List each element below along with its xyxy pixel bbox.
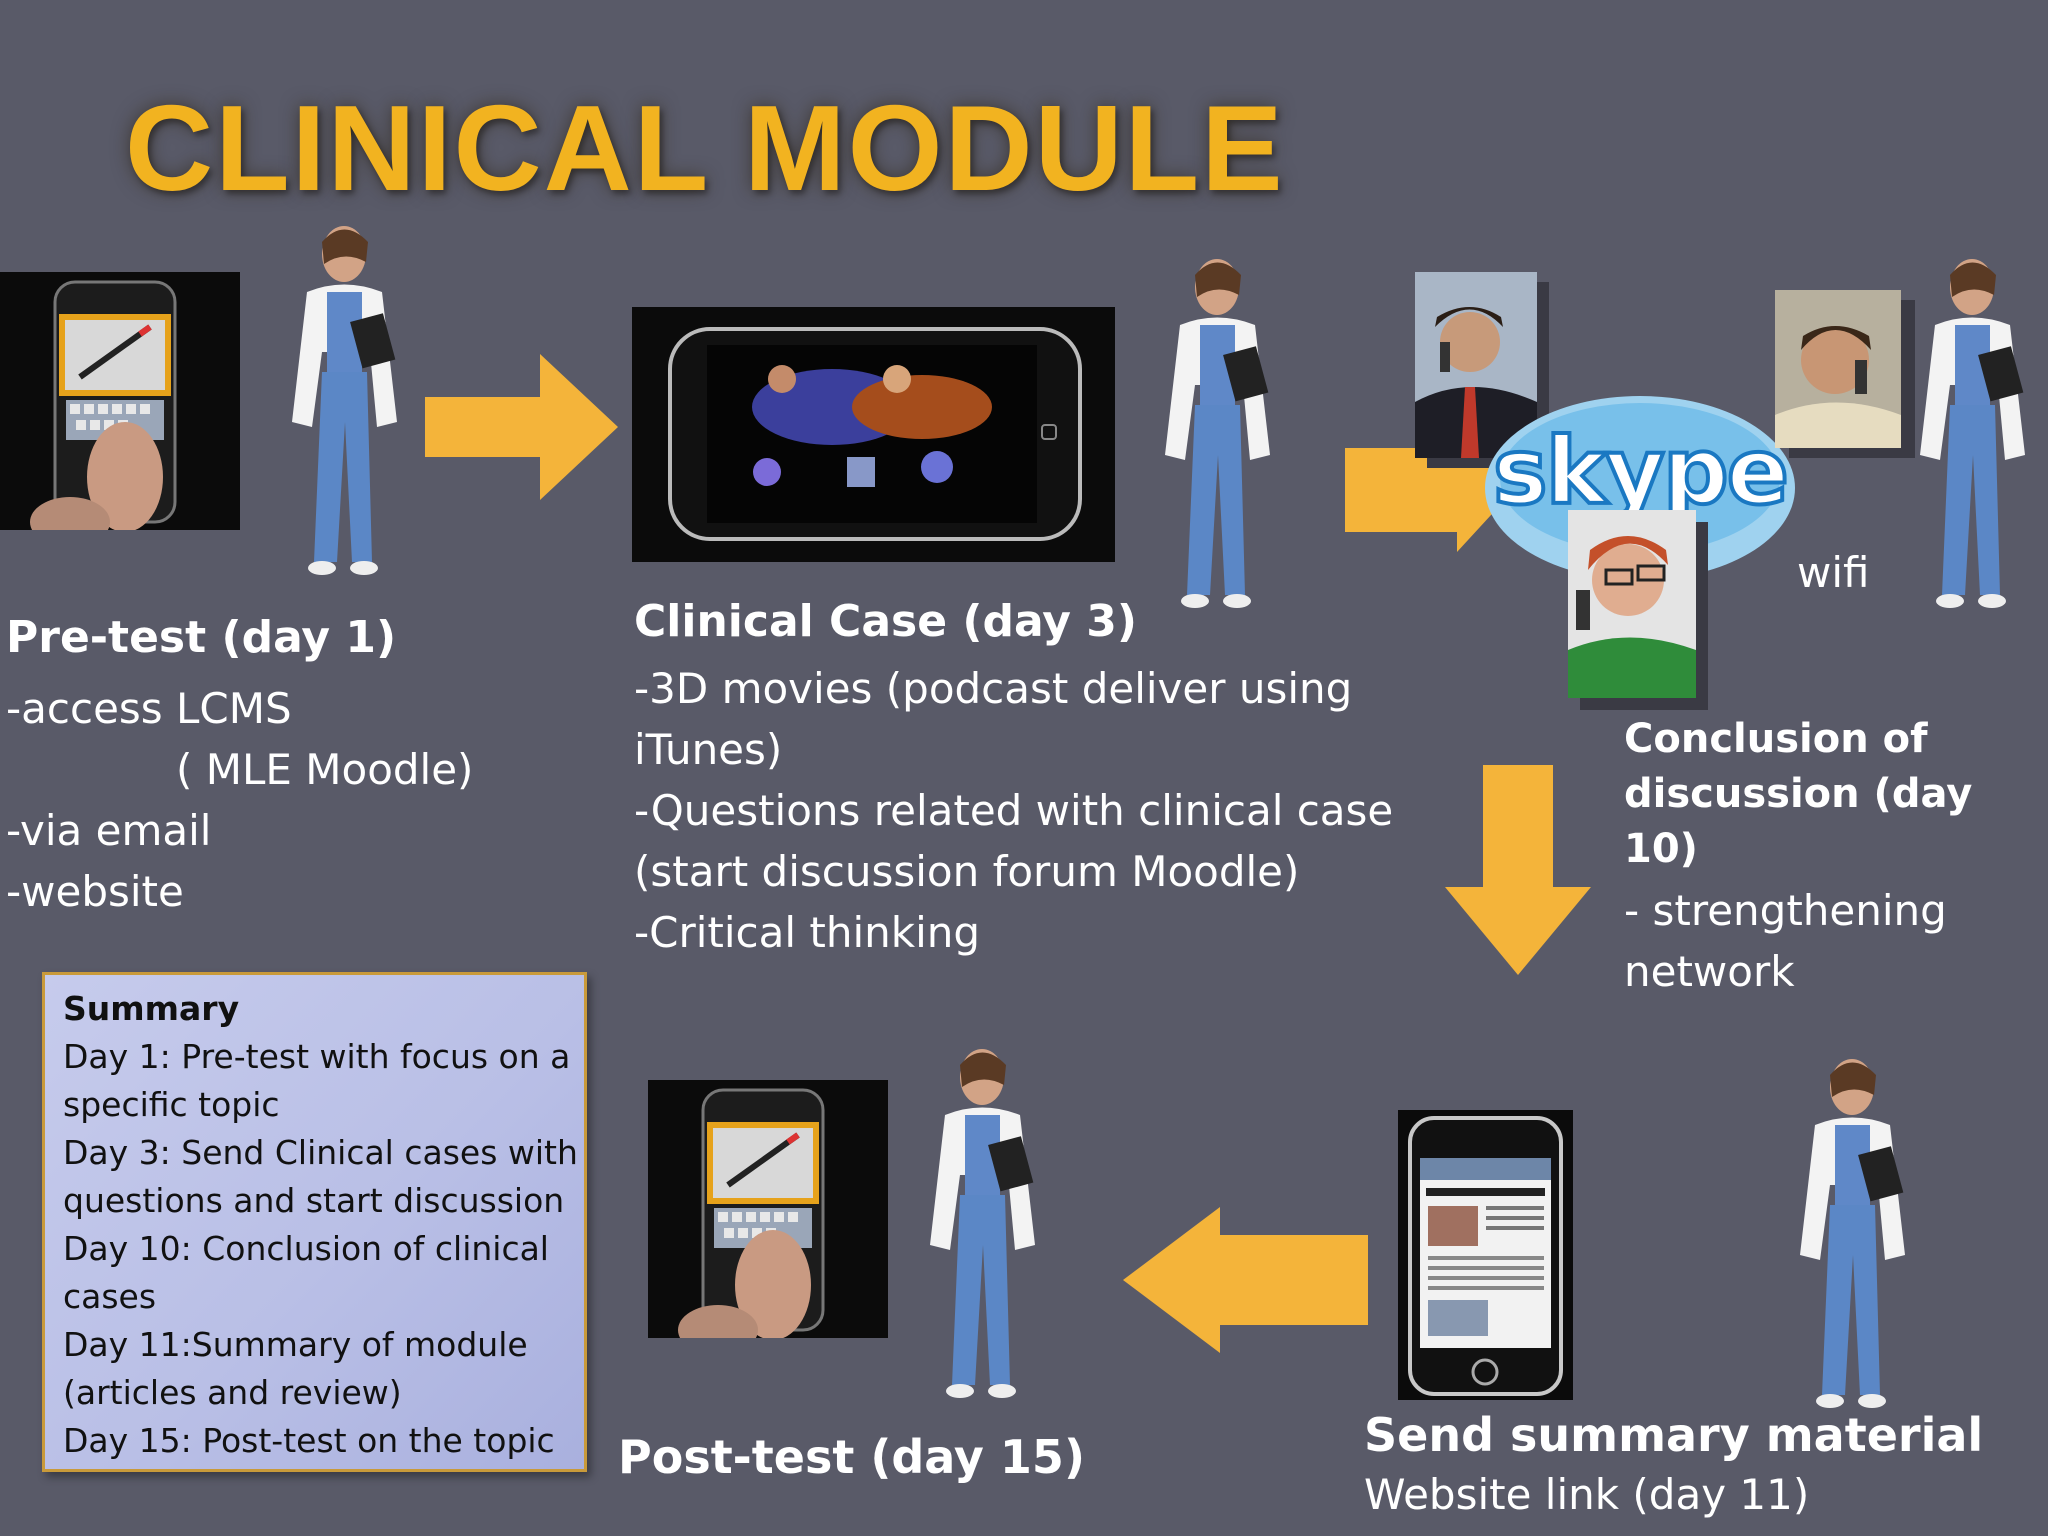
clinical-case-iphone-image — [632, 307, 1115, 562]
conclusion-line: network — [1624, 947, 1795, 996]
businessman-photo — [1415, 272, 1537, 458]
clinical-case-line: -Critical thinking — [634, 908, 981, 957]
summary-line: questions and start discussion — [63, 1181, 565, 1220]
doctor-figure-5 — [1760, 1055, 1930, 1427]
pretest-line: -access LCMS — [6, 684, 292, 733]
iphone-browser-image — [1398, 1110, 1573, 1400]
pretest-line: ( MLE Moodle) — [176, 745, 474, 794]
arrow-right-1-icon — [420, 352, 620, 502]
smiling-man-photo — [1775, 290, 1901, 448]
clinical-case-heading: Clinical Case (day 3) — [634, 596, 1138, 647]
summary-line: Day 3: Send Clinical cases with — [63, 1133, 578, 1172]
summary-line: cases — [63, 1277, 157, 1316]
pretest-line: -via email — [6, 806, 212, 855]
pretest-lines: -access LCMS ( MLE Moodle) -via email -w… — [6, 678, 473, 922]
pretest-line: -website — [6, 867, 184, 916]
clinical-case-lines: -3D movies (podcast deliver using iTunes… — [634, 658, 1393, 963]
arrow-down-icon — [1443, 762, 1593, 977]
posttest-phone-image — [648, 1080, 888, 1355]
send-summary-heading: Send summary material — [1364, 1408, 1984, 1462]
summary-line: Day 1: Pre-test with focus on a — [63, 1037, 571, 1076]
clinical-case-line: iTunes) — [634, 725, 783, 774]
clinical-case-line: -Questions related with clinical case — [634, 786, 1394, 835]
conclusion-heading-line: Conclusion of — [1624, 716, 1928, 762]
arrow-right-2-icon — [1342, 428, 1517, 553]
posttest-heading: Post-test (day 15) — [618, 1430, 1085, 1484]
conclusion-heading-line: 10) — [1624, 826, 1698, 872]
page-title: CLINICAL MODULE — [125, 80, 1285, 216]
summary-box: Summary Day 1: Pre-test with focus on a … — [42, 972, 587, 1472]
arrow-left-icon — [1120, 1205, 1370, 1355]
conclusion-line: - strengthening — [1624, 886, 1947, 935]
summary-line: Day 10: Conclusion of clinical — [63, 1229, 549, 1268]
wifi-label: wifi — [1797, 548, 1870, 597]
summary-line: (articles and review) — [63, 1373, 402, 1412]
summary-line: Day 11:Summary of module — [63, 1325, 528, 1364]
summary-title: Summary — [63, 989, 240, 1028]
woman-phone-photo — [1568, 510, 1696, 698]
pretest-phone-image — [0, 272, 240, 547]
send-summary-subline: Website link (day 11) — [1364, 1470, 1810, 1519]
conclusion-heading-line: discussion (day — [1624, 771, 1973, 817]
skype-logo-text: skype — [1493, 418, 1787, 525]
clinical-case-line: (start discussion forum Moodle) — [634, 847, 1300, 896]
skype-logo: skype — [1480, 388, 1800, 592]
conclusion-lines: - strengthening network — [1624, 880, 1947, 1002]
pretest-heading: Pre-test (day 1) — [6, 612, 397, 663]
summary-line: specific topic — [63, 1085, 280, 1124]
doctor-figure-4 — [890, 1045, 1060, 1417]
doctor-figure-2 — [1125, 255, 1295, 627]
summary-line: Day 15: Post-test on the topic — [63, 1421, 555, 1460]
conclusion-heading: Conclusion of discussion (day 10) — [1624, 712, 1972, 877]
doctor-figure-1 — [252, 222, 422, 594]
doctor-figure-3 — [1880, 255, 2048, 627]
clinical-case-line: -3D movies (podcast deliver using — [634, 664, 1353, 713]
